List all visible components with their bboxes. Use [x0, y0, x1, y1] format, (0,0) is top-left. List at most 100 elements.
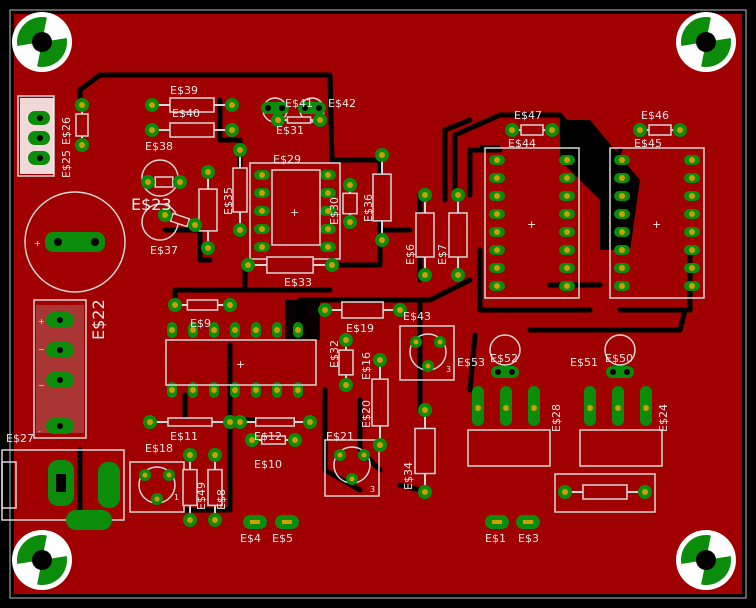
label-e49: E$49: [195, 482, 208, 510]
cap-e23: [141, 175, 187, 189]
cap-e47: [505, 123, 559, 137]
label-e45: E$45: [634, 137, 662, 150]
svg-text:+: +: [652, 218, 661, 231]
label-e26: E$26: [60, 117, 73, 145]
silk-mark: 1: [174, 493, 179, 502]
label-e29: E$29: [273, 153, 301, 166]
label-e28: E$28: [550, 404, 563, 432]
cap-e11: [143, 415, 237, 429]
label-e53: E$53: [457, 356, 485, 369]
label-e40: E$40: [172, 107, 200, 120]
mounting-hole: [676, 530, 736, 590]
label-e34: E$34: [402, 462, 415, 490]
pad-e1: [485, 515, 509, 529]
label-e7: E$7: [436, 244, 449, 265]
resistor-e8: [207, 448, 223, 527]
label-e12: E$12: [254, 430, 282, 443]
silk-mark: 3: [370, 485, 375, 494]
resistor-e49: [182, 448, 198, 527]
cap-e10: [245, 433, 302, 447]
svg-text:+: +: [290, 206, 299, 219]
label-e47: E$47: [514, 109, 542, 122]
label-e42: E$42: [328, 97, 356, 110]
led: [491, 366, 519, 378]
svg-text:+: +: [527, 218, 536, 231]
label-e37: E$37: [150, 244, 178, 257]
label-e6: E$6: [404, 244, 417, 265]
label-e30: E$30: [328, 197, 341, 225]
label-e21: E$21: [326, 430, 354, 443]
label-e41: E$41: [285, 97, 313, 110]
trimmer-e21: [333, 446, 371, 485]
led: [261, 102, 289, 114]
resistor-e38: [232, 143, 248, 237]
resistor-e30: [342, 178, 358, 229]
cap-e37: [158, 208, 202, 232]
label-e36: E$36: [362, 194, 375, 222]
silk-mark: +: [38, 317, 45, 326]
cap-e31: [271, 113, 327, 127]
led: [298, 102, 326, 114]
resistor-e6: [415, 188, 435, 282]
diode-e41: [168, 298, 237, 312]
resistor-e34: [414, 403, 436, 499]
silk-mark: ~: [38, 381, 45, 390]
label-e38: E$38: [145, 140, 173, 153]
silk-mark: -: [38, 427, 41, 436]
svg-text:+: +: [236, 358, 245, 371]
connector-e27: [48, 460, 120, 530]
label-e51: E$51: [570, 356, 598, 369]
label-e52: E$52: [490, 352, 518, 365]
label-e18: E$18: [145, 442, 173, 455]
label-e10: E$10: [254, 458, 282, 471]
label-e1: E$1: [485, 532, 506, 545]
label-e31: E$31: [276, 124, 304, 137]
mounting-hole: [12, 530, 72, 590]
ic-e44: +: [484, 147, 580, 299]
cap-e50: [558, 484, 652, 500]
pad-e4: [243, 515, 267, 529]
label-e4: E$4: [240, 532, 261, 545]
label-e27: E$27: [6, 432, 34, 445]
label-e19: E$19: [346, 322, 374, 335]
silk-mark: +: [34, 239, 41, 248]
label-e35: E$35: [222, 187, 235, 215]
label-e33: E$33: [284, 276, 312, 289]
pad-e5: [275, 515, 299, 529]
resistor-e20: [371, 353, 389, 452]
electrolytic-cap-e22: [45, 232, 105, 252]
resistor-e16: [338, 333, 354, 392]
trimmer-e18: [138, 466, 176, 505]
resistor-e36: [372, 148, 392, 247]
mounting-hole: [676, 12, 736, 72]
label-e11: E$11: [170, 430, 198, 443]
label-e23: E$23: [131, 195, 172, 214]
cap-e12: [233, 415, 317, 429]
regulator-e24: [584, 386, 652, 426]
ic-e45: +: [609, 147, 705, 299]
resistor-e19: [318, 301, 407, 319]
resistor-e7: [448, 188, 468, 282]
cap-e46: [633, 123, 687, 137]
resistor-e33: [241, 256, 339, 274]
transistor-e25: [28, 111, 50, 165]
label-e9: E$9: [190, 317, 211, 330]
bridge-pads: [46, 312, 74, 434]
label-e46: E$46: [641, 109, 669, 122]
label-e5: E$5: [272, 532, 293, 545]
label-e24: E$24: [657, 404, 670, 432]
label-e32: E$32: [328, 340, 341, 368]
label-e8: E$8: [215, 489, 228, 510]
resistor-e39: [145, 97, 239, 113]
resistor-e40: [145, 122, 239, 138]
label-e43: E$43: [403, 310, 431, 323]
label-e44: E$44: [508, 137, 536, 150]
resistor-e26: [75, 98, 89, 152]
mounting-hole: [12, 12, 72, 72]
label-e16: E$16: [360, 352, 373, 380]
label-e25: E$25: [60, 150, 73, 178]
label-e22: E$22: [89, 299, 108, 340]
label-e20: E$20: [360, 400, 373, 428]
label-e39: E$39: [170, 84, 198, 97]
